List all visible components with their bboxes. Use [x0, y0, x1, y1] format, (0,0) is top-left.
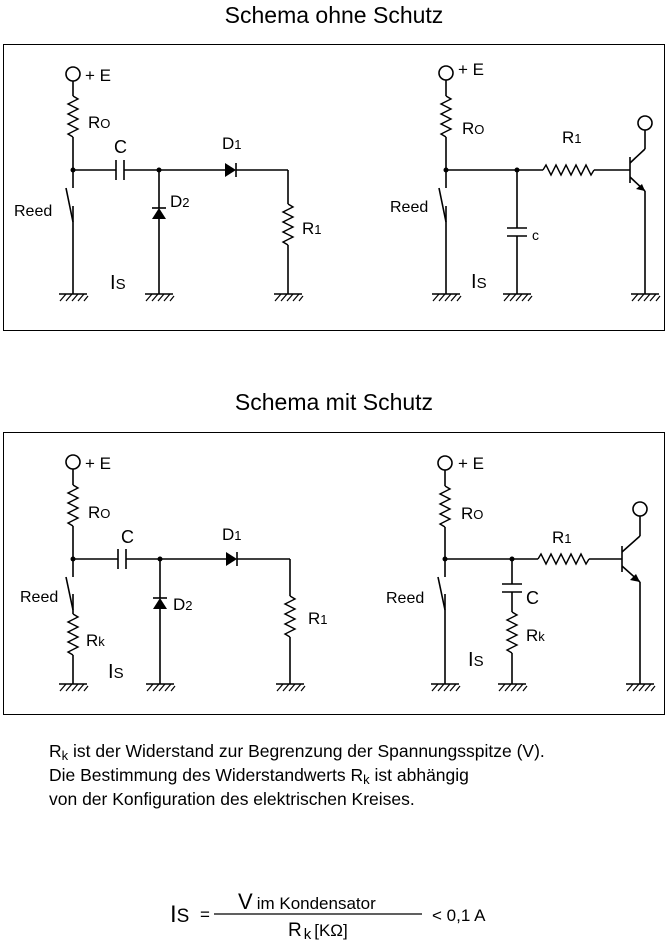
- note-line-2: Die Bestimmung des Widerstandwerts Rk is…: [49, 765, 469, 787]
- label-is: IS: [110, 272, 126, 294]
- circuit-top-left: + E RO C D1 D2 Reed R1 IS: [14, 66, 322, 302]
- reed-switch: [65, 187, 74, 223]
- resistor-r1: [537, 552, 590, 566]
- label-r0: RO: [88, 503, 110, 522]
- label-reed: Reed: [20, 589, 58, 606]
- label-c: C: [114, 137, 127, 157]
- circuit-bottom-right: + E RO R1 Reed C Rk IS: [386, 454, 656, 692]
- supply-terminal: [438, 65, 454, 81]
- label-d2: D2: [170, 192, 190, 211]
- label-reed: Reed: [14, 203, 52, 220]
- resistor-r1: [281, 203, 295, 246]
- label-rk: Rk: [526, 626, 545, 645]
- resistor-r0: [66, 484, 80, 527]
- label-r0: RO: [88, 113, 110, 132]
- reed-switch: [65, 576, 74, 611]
- label-d2: D2: [173, 595, 193, 614]
- label-r1: R1: [552, 528, 572, 547]
- supply-terminal: [65, 66, 81, 82]
- title-without-protection: Schema ohne Schutz: [224, 2, 444, 28]
- title-with-protection: Schema mit Schutz: [234, 389, 434, 415]
- label-reed: Reed: [386, 590, 424, 607]
- reed-switch: [438, 187, 447, 223]
- note-line-1: Rk ist der Widerstand zur Begrenzung der…: [49, 741, 545, 763]
- label-r0: RO: [461, 504, 483, 523]
- output-terminal: [632, 501, 648, 517]
- label-is: IS: [468, 649, 484, 671]
- formula-lhs: IS: [170, 901, 189, 928]
- diode-d1: [225, 163, 236, 177]
- resistor-r1: [283, 595, 297, 638]
- label-c: c: [532, 227, 539, 243]
- resistor-rk: [66, 613, 80, 656]
- label-r1: R1: [308, 609, 328, 628]
- formula-equals: =: [200, 905, 210, 924]
- label-r1: R1: [302, 219, 322, 238]
- resistor-r0: [439, 95, 453, 138]
- diode-d2: [153, 598, 167, 609]
- resistor-r0: [66, 95, 80, 138]
- diode-d2: [152, 208, 166, 219]
- circuit-top-right: + E RO R1 Reed c IS: [390, 60, 661, 302]
- resistor-rk: [505, 611, 519, 654]
- resistor-r1: [542, 163, 595, 177]
- label-is: IS: [108, 661, 124, 683]
- label-is: IS: [471, 271, 487, 293]
- note-line-3: von der Konfiguration des elektrischen K…: [49, 789, 415, 809]
- label-reed: Reed: [390, 199, 428, 216]
- label-plus-e: + E: [458, 60, 484, 79]
- diode-d1: [226, 552, 237, 566]
- explanation-text: Rk ist der Widerstand zur Begrenzung der…: [49, 740, 545, 811]
- label-c: C: [121, 527, 134, 547]
- formula-rhs: < 0,1 A: [432, 906, 486, 925]
- reed-switch: [437, 576, 446, 611]
- label-r0: RO: [462, 119, 484, 138]
- label-plus-e: + E: [458, 454, 484, 473]
- label-d1: D1: [222, 525, 242, 544]
- label-r1: R1: [562, 128, 582, 147]
- label-rk: Rk: [86, 631, 105, 650]
- supply-terminal: [437, 455, 453, 471]
- frame-top: [3, 44, 665, 331]
- frame-bottom: [3, 432, 665, 715]
- supply-terminal: [65, 454, 81, 470]
- label-plus-e: + E: [85, 66, 111, 85]
- label-plus-e: + E: [85, 454, 111, 473]
- circuit-bottom-left: + E RO C D1 D2 Reed Rk R1 IS: [20, 454, 328, 692]
- output-terminal: [637, 115, 653, 131]
- resistor-r0: [438, 485, 452, 528]
- label-d1: D1: [222, 134, 242, 153]
- label-c: C: [526, 588, 539, 608]
